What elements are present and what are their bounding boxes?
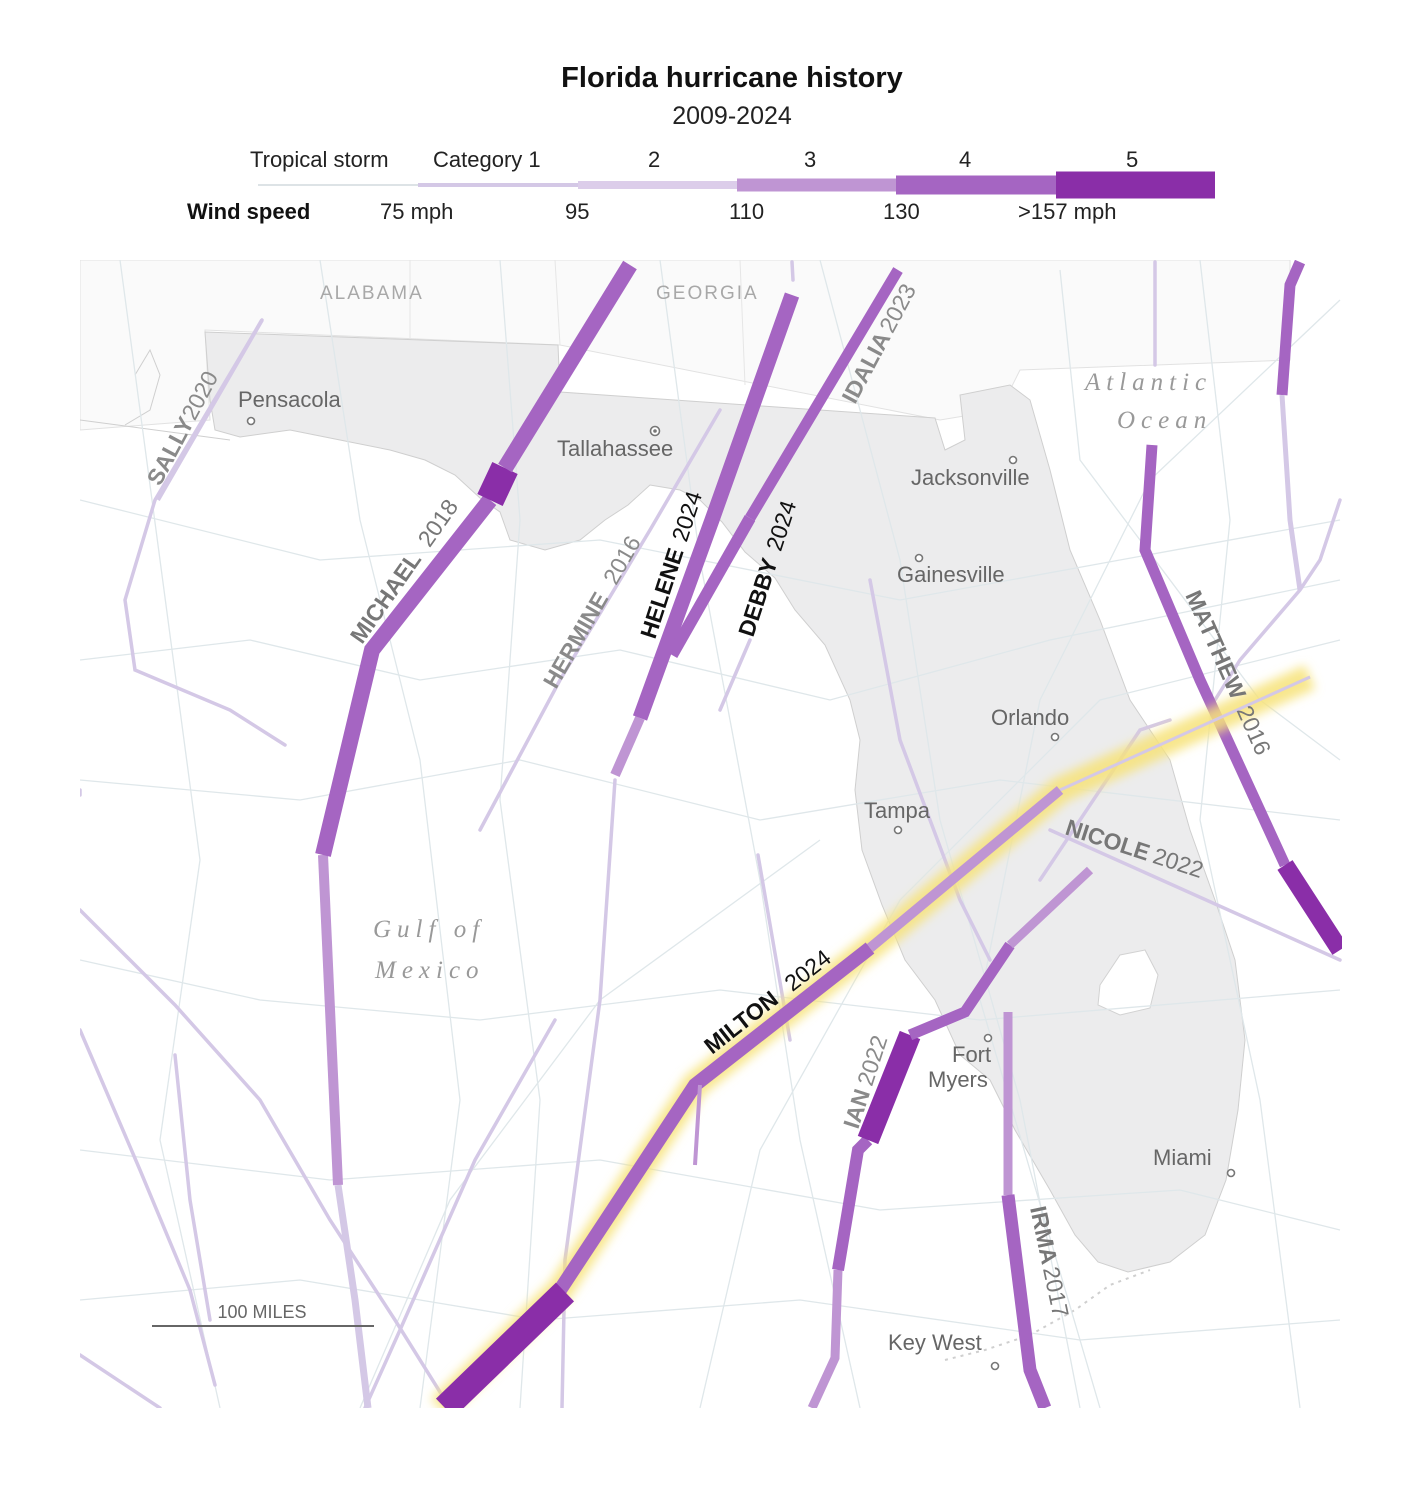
legend-speed-110: 110: [729, 199, 765, 224]
state-borders: [409, 260, 746, 386]
storm-name-irma: IRMA: [1025, 1204, 1063, 1267]
storm-year-matthew: 2016: [1232, 702, 1277, 759]
minor-storm-tracks: [80, 260, 1342, 1408]
legend-category-tropical-storm: Tropical storm: [250, 147, 389, 172]
lake-okeechobee: [1097, 949, 1159, 1016]
water-label-gulf-of: Gulf of: [373, 916, 485, 943]
city-label-fort: Fort: [952, 1042, 991, 1067]
storm-year-hermine: 2016: [598, 531, 646, 588]
track-milton: [430, 665, 1316, 1408]
city-label-miami: Miami: [1153, 1145, 1212, 1170]
city-label-tallahassee: Tallahassee: [557, 436, 673, 461]
track-misc-1: [693, 1084, 702, 1166]
city-label-orlando: Orlando: [991, 705, 1069, 730]
track-idalia: [745, 267, 903, 521]
legend-category-5: 5: [1126, 147, 1139, 172]
track-irma: [1001, 1012, 1052, 1408]
chart-title: Florida hurricane history: [561, 62, 903, 94]
legend-category-3: 3: [804, 147, 817, 172]
storm-year-irma: 2017: [1038, 1264, 1074, 1319]
city-label-tampa: Tampa: [864, 798, 931, 823]
water-label-ocean: Ocean: [1117, 407, 1212, 434]
legend-speed-75: 75 mph: [380, 199, 454, 224]
storm-label-hermine: HERMINE 2016: [538, 531, 646, 692]
city-markers: [246, 416, 1236, 1371]
legend-speed-95: 95: [565, 199, 590, 224]
water-label-mexico: Mexico: [374, 957, 485, 984]
coast-detail-west: [80, 348, 231, 441]
legend-category-4: 4: [959, 147, 972, 172]
water-label-atlantic: Atlantic: [1083, 369, 1212, 396]
legend-speed-130: 130: [883, 199, 920, 224]
track-michael: [315, 260, 637, 1408]
track-matthew: [1139, 260, 1342, 955]
city-label-myers: Myers: [928, 1067, 988, 1092]
legend-speed-157: >157 mph: [1018, 199, 1117, 224]
legend-wind-speed-label: Wind speed: [187, 199, 311, 224]
city-label-pensacola: Pensacola: [238, 387, 342, 412]
legend-category-1: Category 1: [433, 147, 541, 172]
track-debby: [666, 515, 756, 658]
city-label-gainesville: Gainesville: [897, 562, 1005, 587]
storm-name-matthew: MATTHEW: [1180, 586, 1251, 703]
city-label-jacksonville: Jacksonville: [911, 465, 1030, 490]
storm-label-michael: MICHAEL 2018: [345, 494, 463, 647]
chart-subtitle: 2009-2024: [672, 102, 792, 130]
city-label-key-west: Key West: [888, 1330, 982, 1355]
storm-name-hermine: HERMINE: [538, 588, 614, 693]
scale-bar-label: 100 MILES: [217, 1302, 306, 1322]
state-label-alabama: ALABAMA: [320, 283, 424, 304]
legend-bars: [258, 171, 1215, 199]
legend-category-2: 2: [648, 147, 661, 172]
track-helene: [610, 292, 800, 778]
track-ian: [807, 866, 1094, 1408]
state-label-georgia: GEORGIA: [656, 283, 759, 304]
florida-keys: [944, 1269, 1151, 1361]
track-sally: [156, 318, 264, 502]
hurricane-map: ALABAMA GEORGIA Atlantic Ocean Gulf of M…: [80, 260, 1342, 1408]
